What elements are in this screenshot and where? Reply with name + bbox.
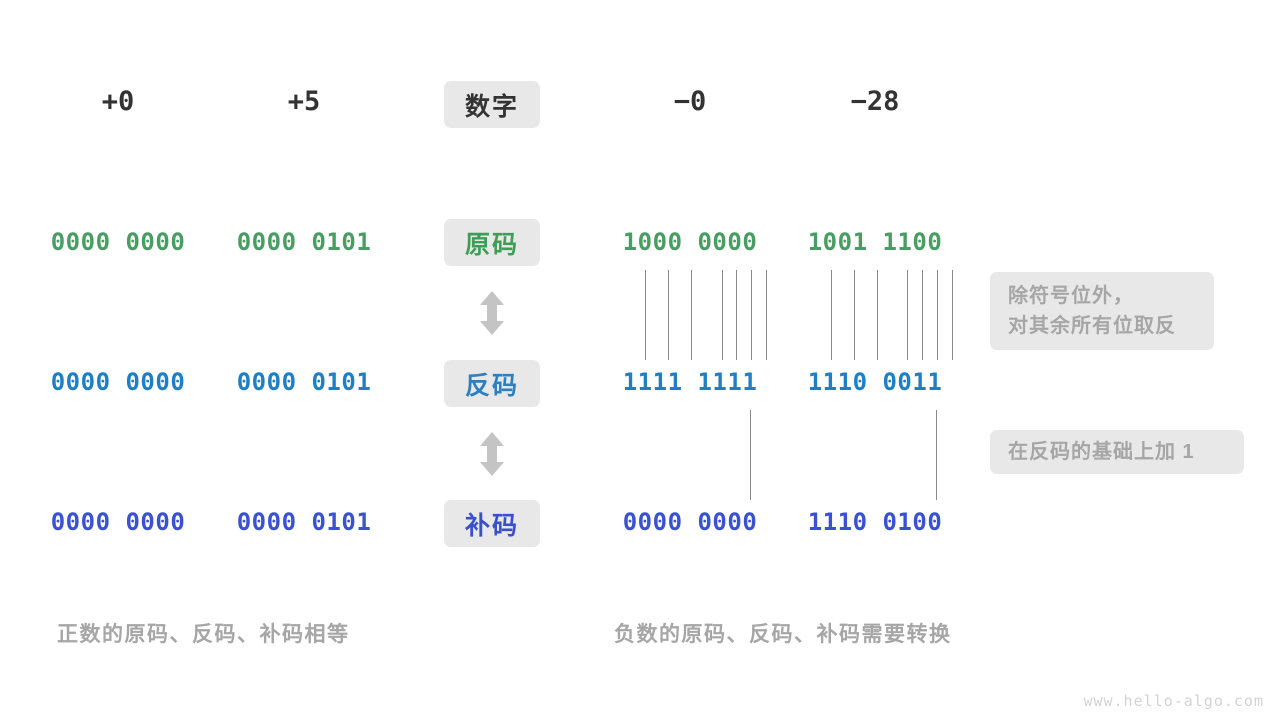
arrow-sign-to-ones [477,290,507,336]
connector-line [722,270,724,360]
cell-sign-magnitude-minus-zero: 1000 0000 [622,228,758,256]
connector-line [691,270,693,360]
connector-line [736,270,738,360]
connector-line [751,270,753,360]
cell-ones-complement-minus-28: 1110 0011 [807,368,943,396]
connector-line [750,410,752,500]
caption-positive: 正数的原码、反码、补码相等 [57,623,350,646]
header-value-plus-zero: +0 [101,86,135,117]
arrow-ones-to-twos [477,431,507,477]
connector-line [907,270,909,360]
connector-line [645,270,647,360]
add-one-note: 在反码的基础上加 1 [990,430,1244,474]
header-row-label: 数字 [444,81,540,128]
cell-ones-complement-minus-zero: 1111 1111 [622,368,758,396]
add-one-note-line-1: 在反码的基础上加 1 [1008,441,1195,463]
connector-line [854,270,856,360]
header-value-minus-28: −28 [850,86,900,117]
connector-line [937,270,939,360]
cell-twos-complement-plus-five: 0000 0101 [236,508,372,536]
cell-sign-magnitude-plus-five: 0000 0101 [236,228,372,256]
watermark: www.hello-algo.com [1083,692,1264,710]
connector-line [668,270,670,360]
row-label-ones-complement: 反码 [444,360,540,407]
cell-sign-magnitude-plus-zero: 0000 0000 [50,228,186,256]
row-label-twos-complement: 补码 [444,500,540,547]
invert-note: 除符号位外， 对其余所有位取反 [990,272,1214,350]
connector-line [936,410,938,500]
connector-line [831,270,833,360]
cell-twos-complement-minus-28: 1110 0100 [807,508,943,536]
cell-ones-complement-plus-zero: 0000 0000 [50,368,186,396]
cell-twos-complement-plus-zero: 0000 0000 [50,508,186,536]
cell-sign-magnitude-minus-28: 1001 1100 [807,228,943,256]
cell-ones-complement-plus-five: 0000 0101 [236,368,372,396]
row-label-sign-magnitude: 原码 [444,219,540,266]
invert-note-line-2: 对其余所有位取反 [1008,315,1176,337]
header-value-plus-five: +5 [287,86,321,117]
cell-twos-complement-minus-zero: 0000 0000 [622,508,758,536]
connector-line [922,270,924,360]
caption-negative: 负数的原码、反码、补码需要转换 [614,623,952,646]
invert-note-line-1: 除符号位外， [1008,285,1134,307]
connector-line [952,270,954,360]
header-value-minus-zero: −0 [673,86,707,117]
connector-line [877,270,879,360]
connector-line [766,270,768,360]
